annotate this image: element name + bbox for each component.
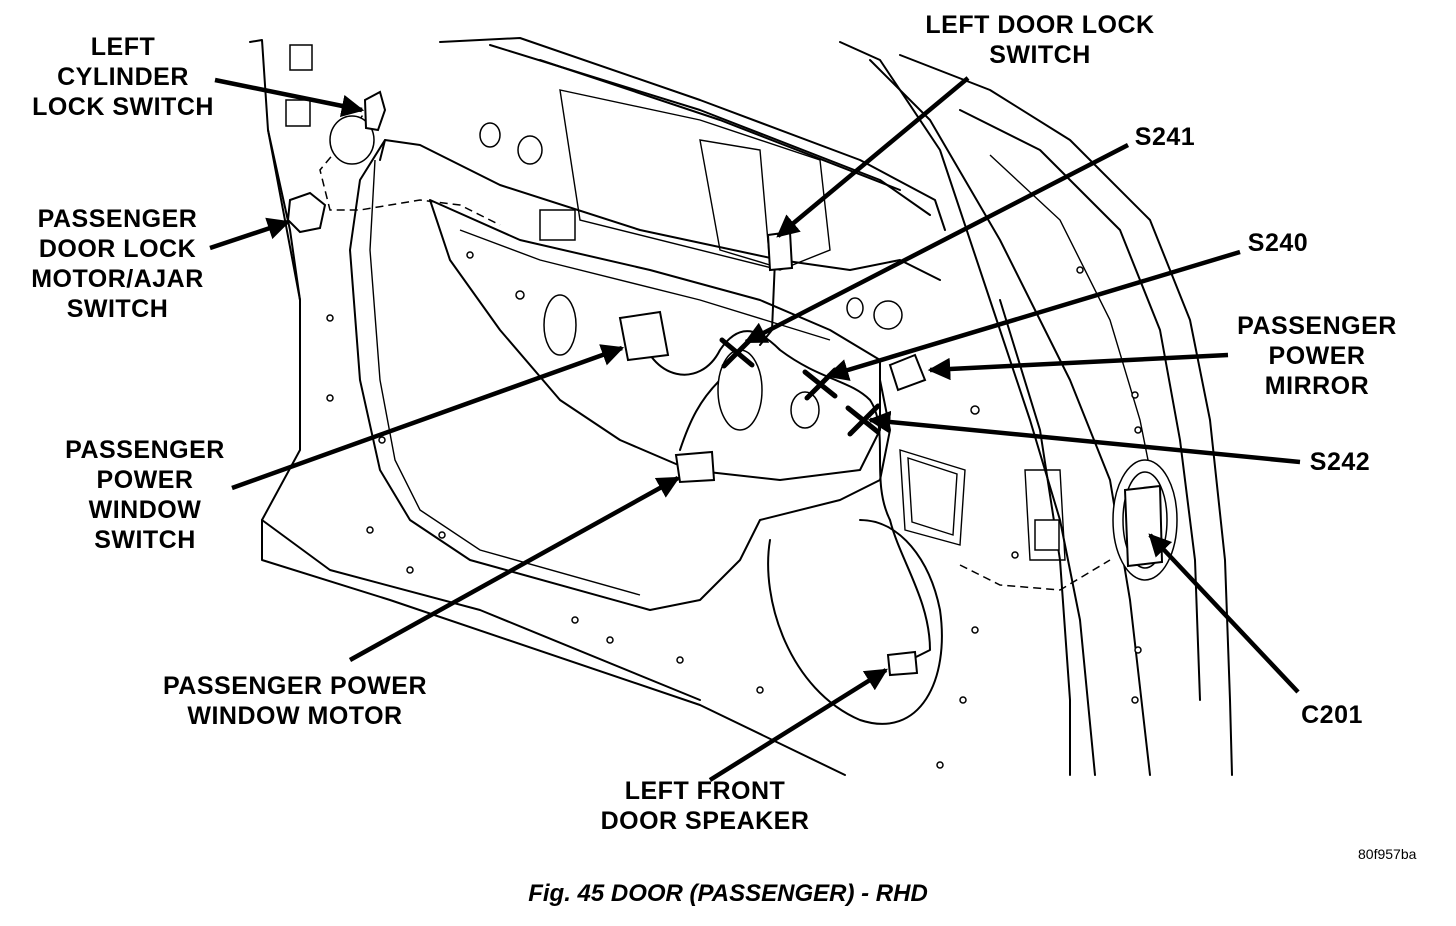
label-passenger-door-lock-motor: PASSENGER DOOR LOCK MOTOR/AJAR SWITCH <box>31 205 204 323</box>
power-window-motor <box>674 450 716 484</box>
label-s240: S240 <box>1247 229 1309 257</box>
door-lock-motor <box>286 191 327 234</box>
label-left-cylinder-lock-switch: LEFT CYLINDER LOCK SWITCH <box>32 33 214 121</box>
figure-code: 80f957ba <box>1358 846 1417 862</box>
wire-harness <box>319 104 1111 666</box>
callout-arrows <box>209 76 1301 782</box>
label-s242: S242 <box>1309 448 1371 476</box>
c201-connector <box>1123 484 1164 568</box>
components <box>286 90 1164 677</box>
label-s241: S241 <box>1134 123 1196 151</box>
door-shell <box>249 37 1233 776</box>
power-window-switch <box>618 310 670 362</box>
label-passenger-power-window-switch: PASSENGER POWER WINDOW SWITCH <box>65 436 225 554</box>
speaker-connector <box>886 650 919 677</box>
power-mirror-connector <box>888 353 927 392</box>
label-passenger-power-mirror: PASSENGER POWER MIRROR <box>1237 312 1397 400</box>
door-lock-switch <box>766 230 794 272</box>
label-left-door-lock-switch: LEFT DOOR LOCK SWITCH <box>925 11 1155 69</box>
label-passenger-power-window-motor: PASSENGER POWER WINDOW MOTOR <box>162 672 428 730</box>
figure-caption: Fig. 45 DOOR (PASSENGER) - RHD <box>528 880 928 907</box>
label-c201: C201 <box>1301 701 1363 729</box>
label-left-front-door-speaker: LEFT FRONT DOOR SPEAKER <box>600 777 810 835</box>
cylinder-lock-switch <box>363 90 387 132</box>
